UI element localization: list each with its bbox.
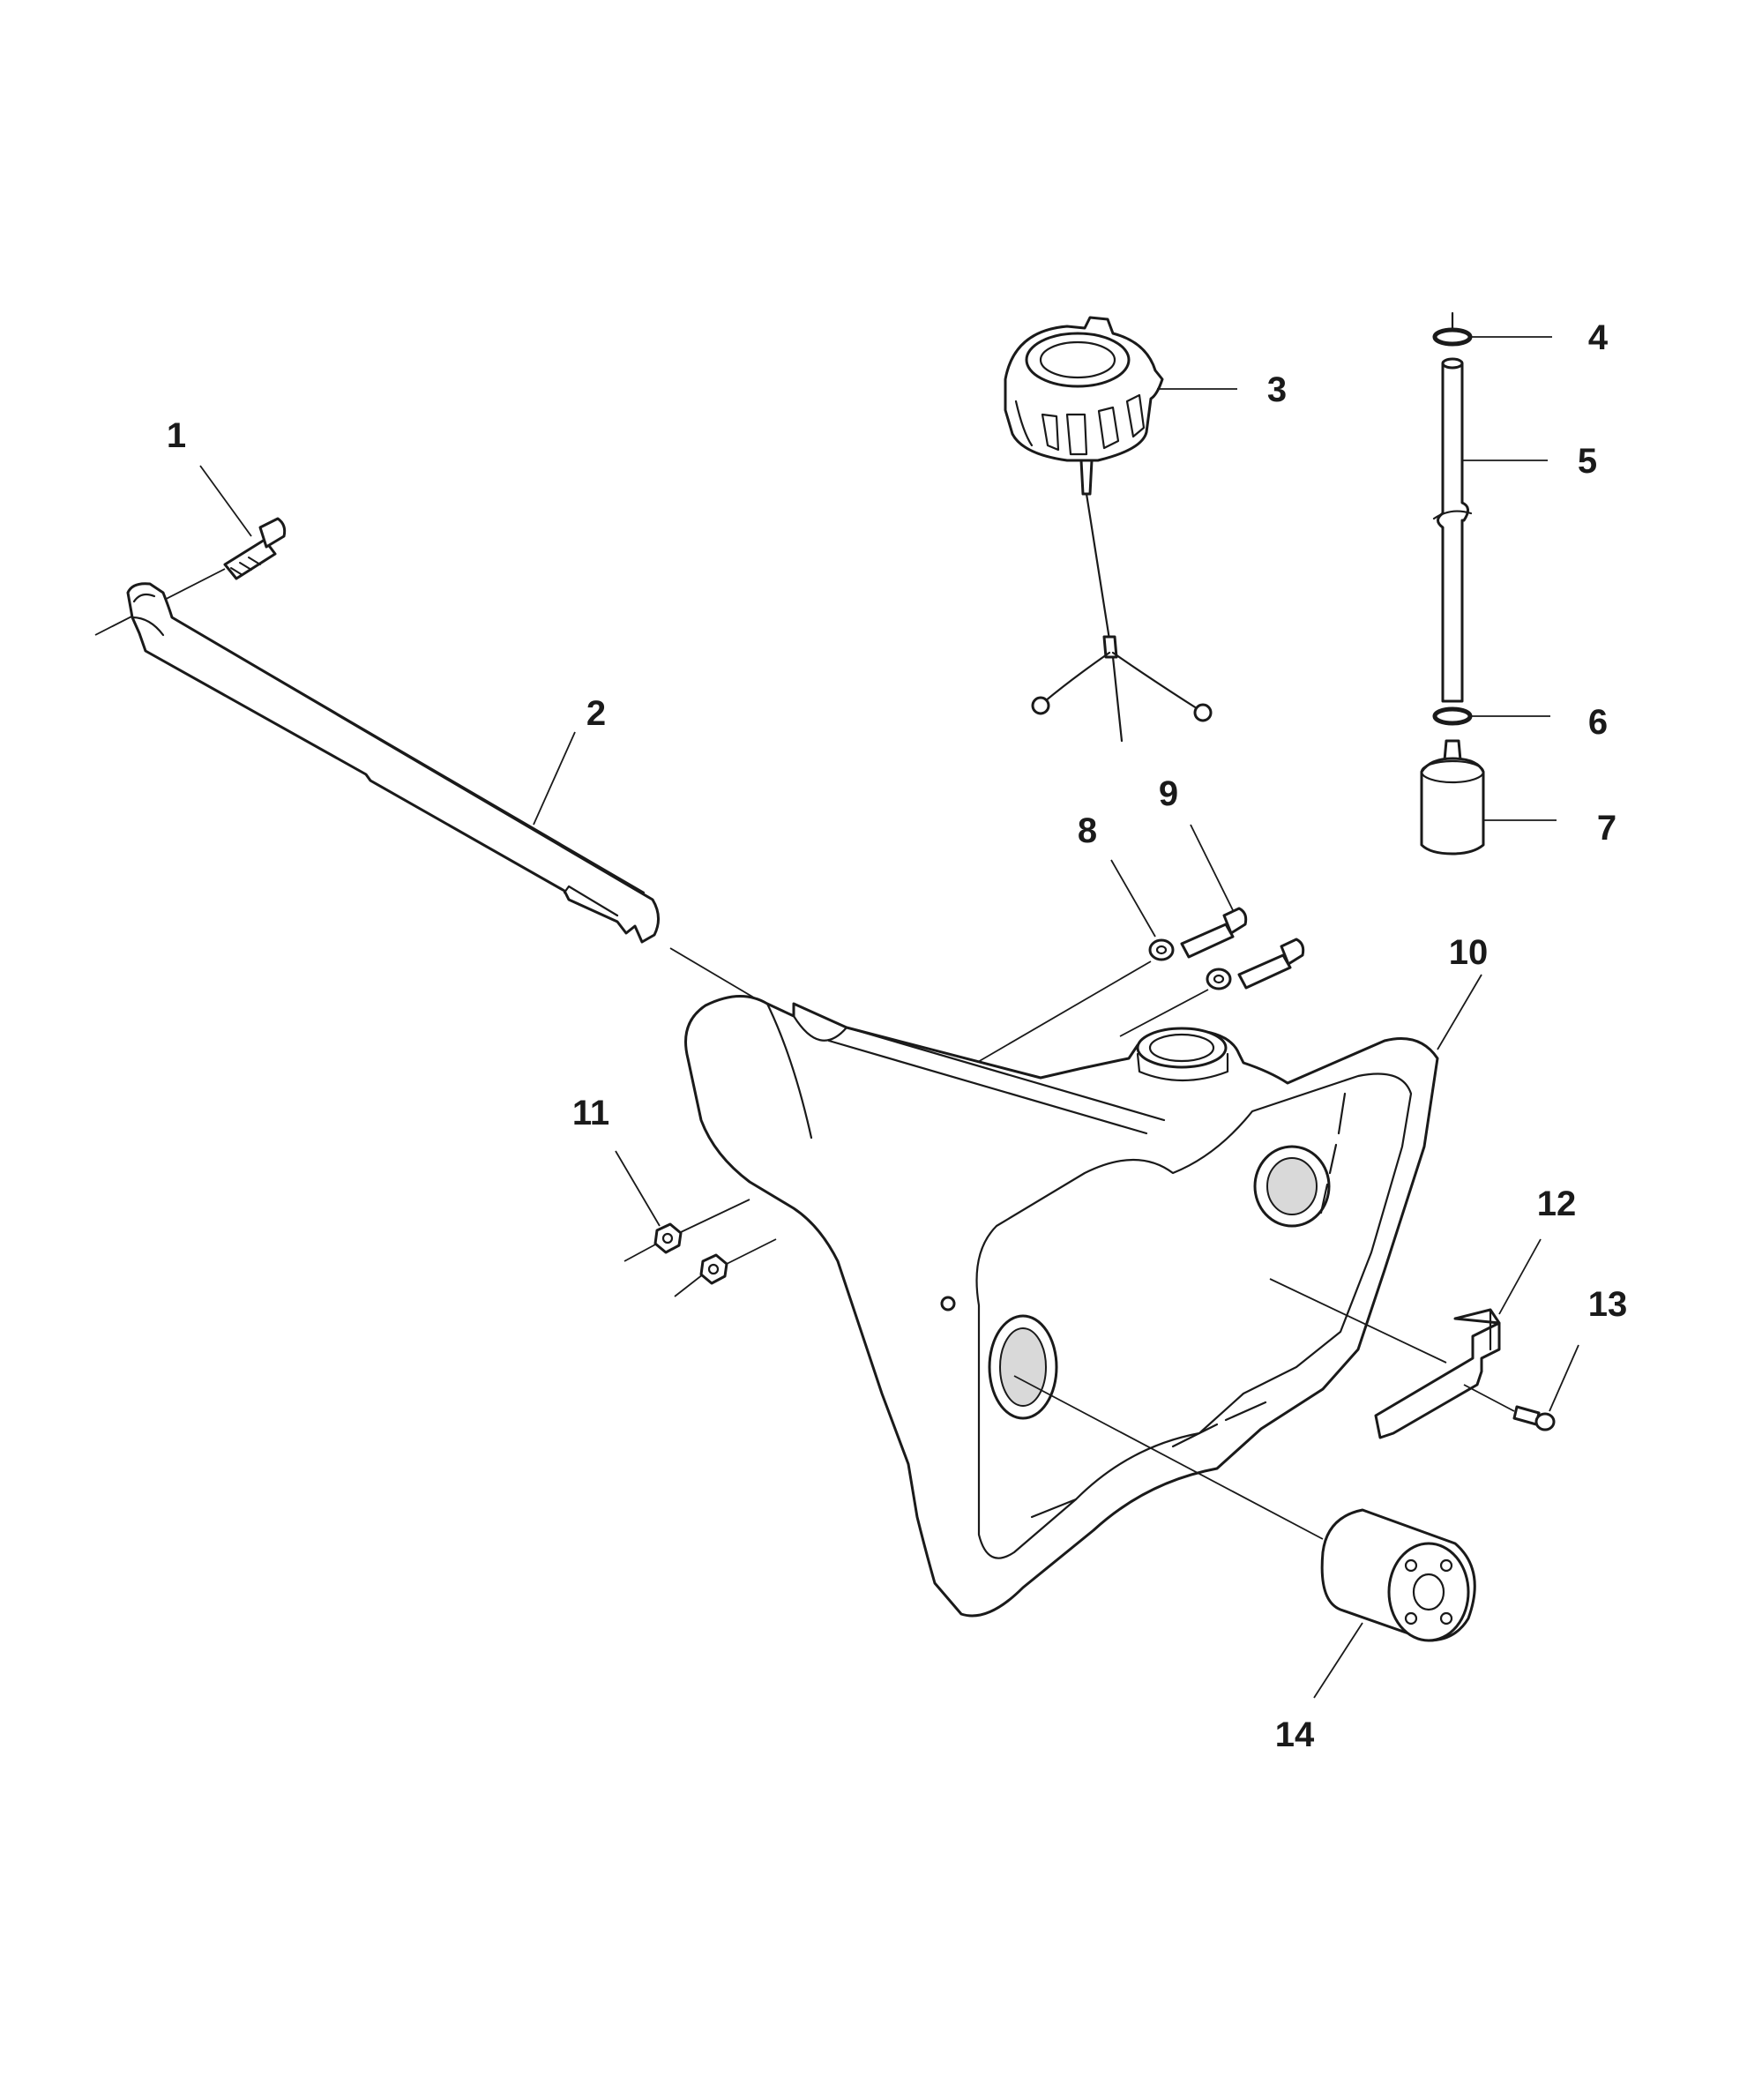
part-1-bolt <box>94 465 287 636</box>
part-5-fuel-hose <box>1432 357 1548 703</box>
part-7-fuel-filter <box>1420 739 1557 856</box>
callout-2: 2 <box>586 694 606 733</box>
part-2-rail <box>126 582 768 1006</box>
part-12-bracket <box>1269 1238 1542 1439</box>
callout-1: 1 <box>167 416 186 455</box>
part-14-bushing <box>1013 1375 1476 1699</box>
callout-labels: 1 2 3 4 5 6 7 8 9 10 11 12 13 14 <box>167 318 1627 1754</box>
callout-12: 12 <box>1537 1185 1577 1223</box>
callout-5: 5 <box>1578 442 1597 481</box>
callout-11: 11 <box>572 1094 609 1132</box>
part-8-washer <box>960 859 1232 1072</box>
callout-6: 6 <box>1588 703 1608 742</box>
callout-8: 8 <box>1078 811 1097 850</box>
part-4-o-ring <box>1432 311 1552 347</box>
callout-7: 7 <box>1597 809 1616 848</box>
callout-3: 3 <box>1267 370 1287 409</box>
part-13-screw <box>1463 1344 1579 1431</box>
part-10-fuel-tank <box>684 974 1482 1618</box>
part-6-o-ring <box>1432 706 1550 726</box>
callout-14: 14 <box>1275 1715 1315 1754</box>
callout-13: 13 <box>1588 1285 1628 1324</box>
callout-10: 10 <box>1449 933 1489 972</box>
callout-4: 4 <box>1588 318 1609 357</box>
part-3-fuel-cap <box>1004 316 1237 743</box>
part-9-bolt <box>1180 824 1305 990</box>
part-11-nut <box>615 1150 777 1297</box>
callout-9: 9 <box>1159 774 1178 813</box>
